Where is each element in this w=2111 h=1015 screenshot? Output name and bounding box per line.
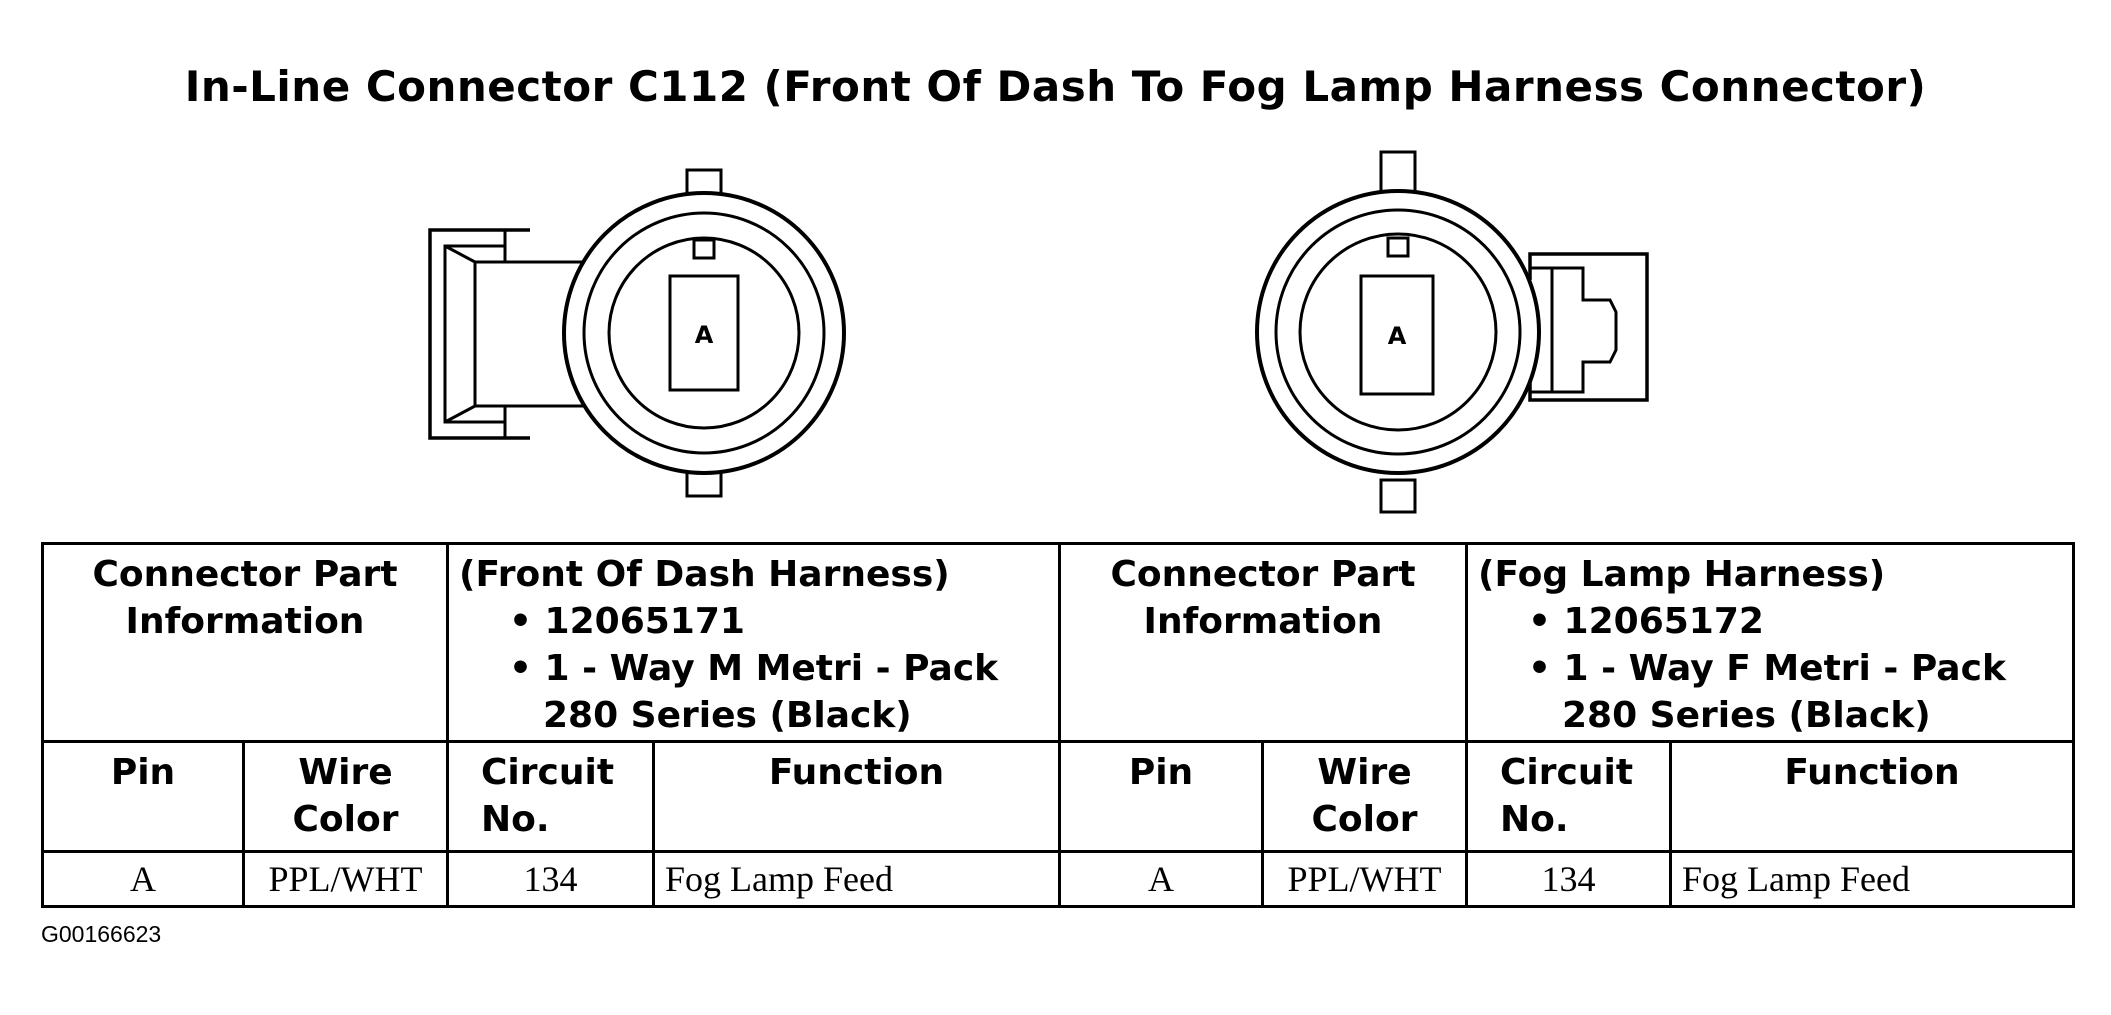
right-part-number: • 12065172: [1528, 601, 1764, 642]
left-circuit-cell: 134: [446, 850, 655, 908]
right-connector-series: 280 Series (Black): [1562, 695, 1931, 736]
left-wire-color-cell: PPL/WHT: [242, 850, 449, 908]
right-function-header: Function: [1668, 740, 2076, 853]
left-wire-color-header: Wire Color: [242, 740, 449, 853]
left-harness-name: (Front Of Dash Harness): [459, 554, 950, 595]
right-part-info-label: Connector Part Information: [1058, 542, 1468, 743]
right-pin-header: Pin: [1058, 740, 1264, 853]
left-pin-header: Pin: [41, 740, 245, 853]
table-row: A PPL/WHT 134 Fog Lamp Feed A PPL/WHT 13…: [41, 850, 2076, 908]
figure-id: G00166623: [41, 921, 162, 947]
left-connector-series: 280 Series (Black): [543, 695, 912, 736]
right-pin-cell: A: [1058, 850, 1264, 908]
left-harness-info: (Front Of Dash Harness) • 12065171 • 1 -…: [446, 542, 1061, 743]
part-info-row: Connector Part Information (Front Of Das…: [41, 542, 2076, 743]
right-wire-color-cell: PPL/WHT: [1261, 850, 1468, 908]
left-function-cell: Fog Lamp Feed: [652, 850, 1061, 908]
right-connector-type: • 1 - Way F Metri - Pack: [1528, 648, 2006, 689]
connector-info-table: Connector Part Information (Front Of Das…: [41, 542, 2076, 908]
right-function-cell: Fog Lamp Feed: [1668, 850, 2076, 908]
left-part-number: • 12065171: [509, 601, 745, 642]
right-circuit-cell: 134: [1465, 850, 1672, 908]
right-pin-label: A: [1388, 322, 1407, 350]
left-connector: A: [428, 168, 846, 498]
column-header-row: Pin Wire Color Circuit No. Function Pin …: [41, 740, 2076, 853]
left-circuit-header: Circuit No.: [446, 740, 655, 853]
left-part-info-label: Connector Part Information: [41, 542, 449, 743]
connector-drawings: A A: [428, 150, 1649, 514]
right-harness-info: (Fog Lamp Harness) • 12065172 • 1 - Way …: [1464, 542, 2076, 743]
left-pin-cell: A: [41, 850, 245, 908]
right-circuit-header: Circuit No.: [1465, 740, 1672, 853]
left-pin-label: A: [695, 321, 714, 349]
left-connector-type: • 1 - Way M Metri - Pack: [509, 648, 999, 689]
diagram-title: In-Line Connector C112 (Front Of Dash To…: [184, 62, 1927, 111]
left-function-header: Function: [652, 740, 1061, 853]
right-harness-name: (Fog Lamp Harness): [1478, 554, 1886, 595]
right-wire-color-header: Wire Color: [1261, 740, 1468, 853]
right-connector: A: [1255, 150, 1649, 514]
